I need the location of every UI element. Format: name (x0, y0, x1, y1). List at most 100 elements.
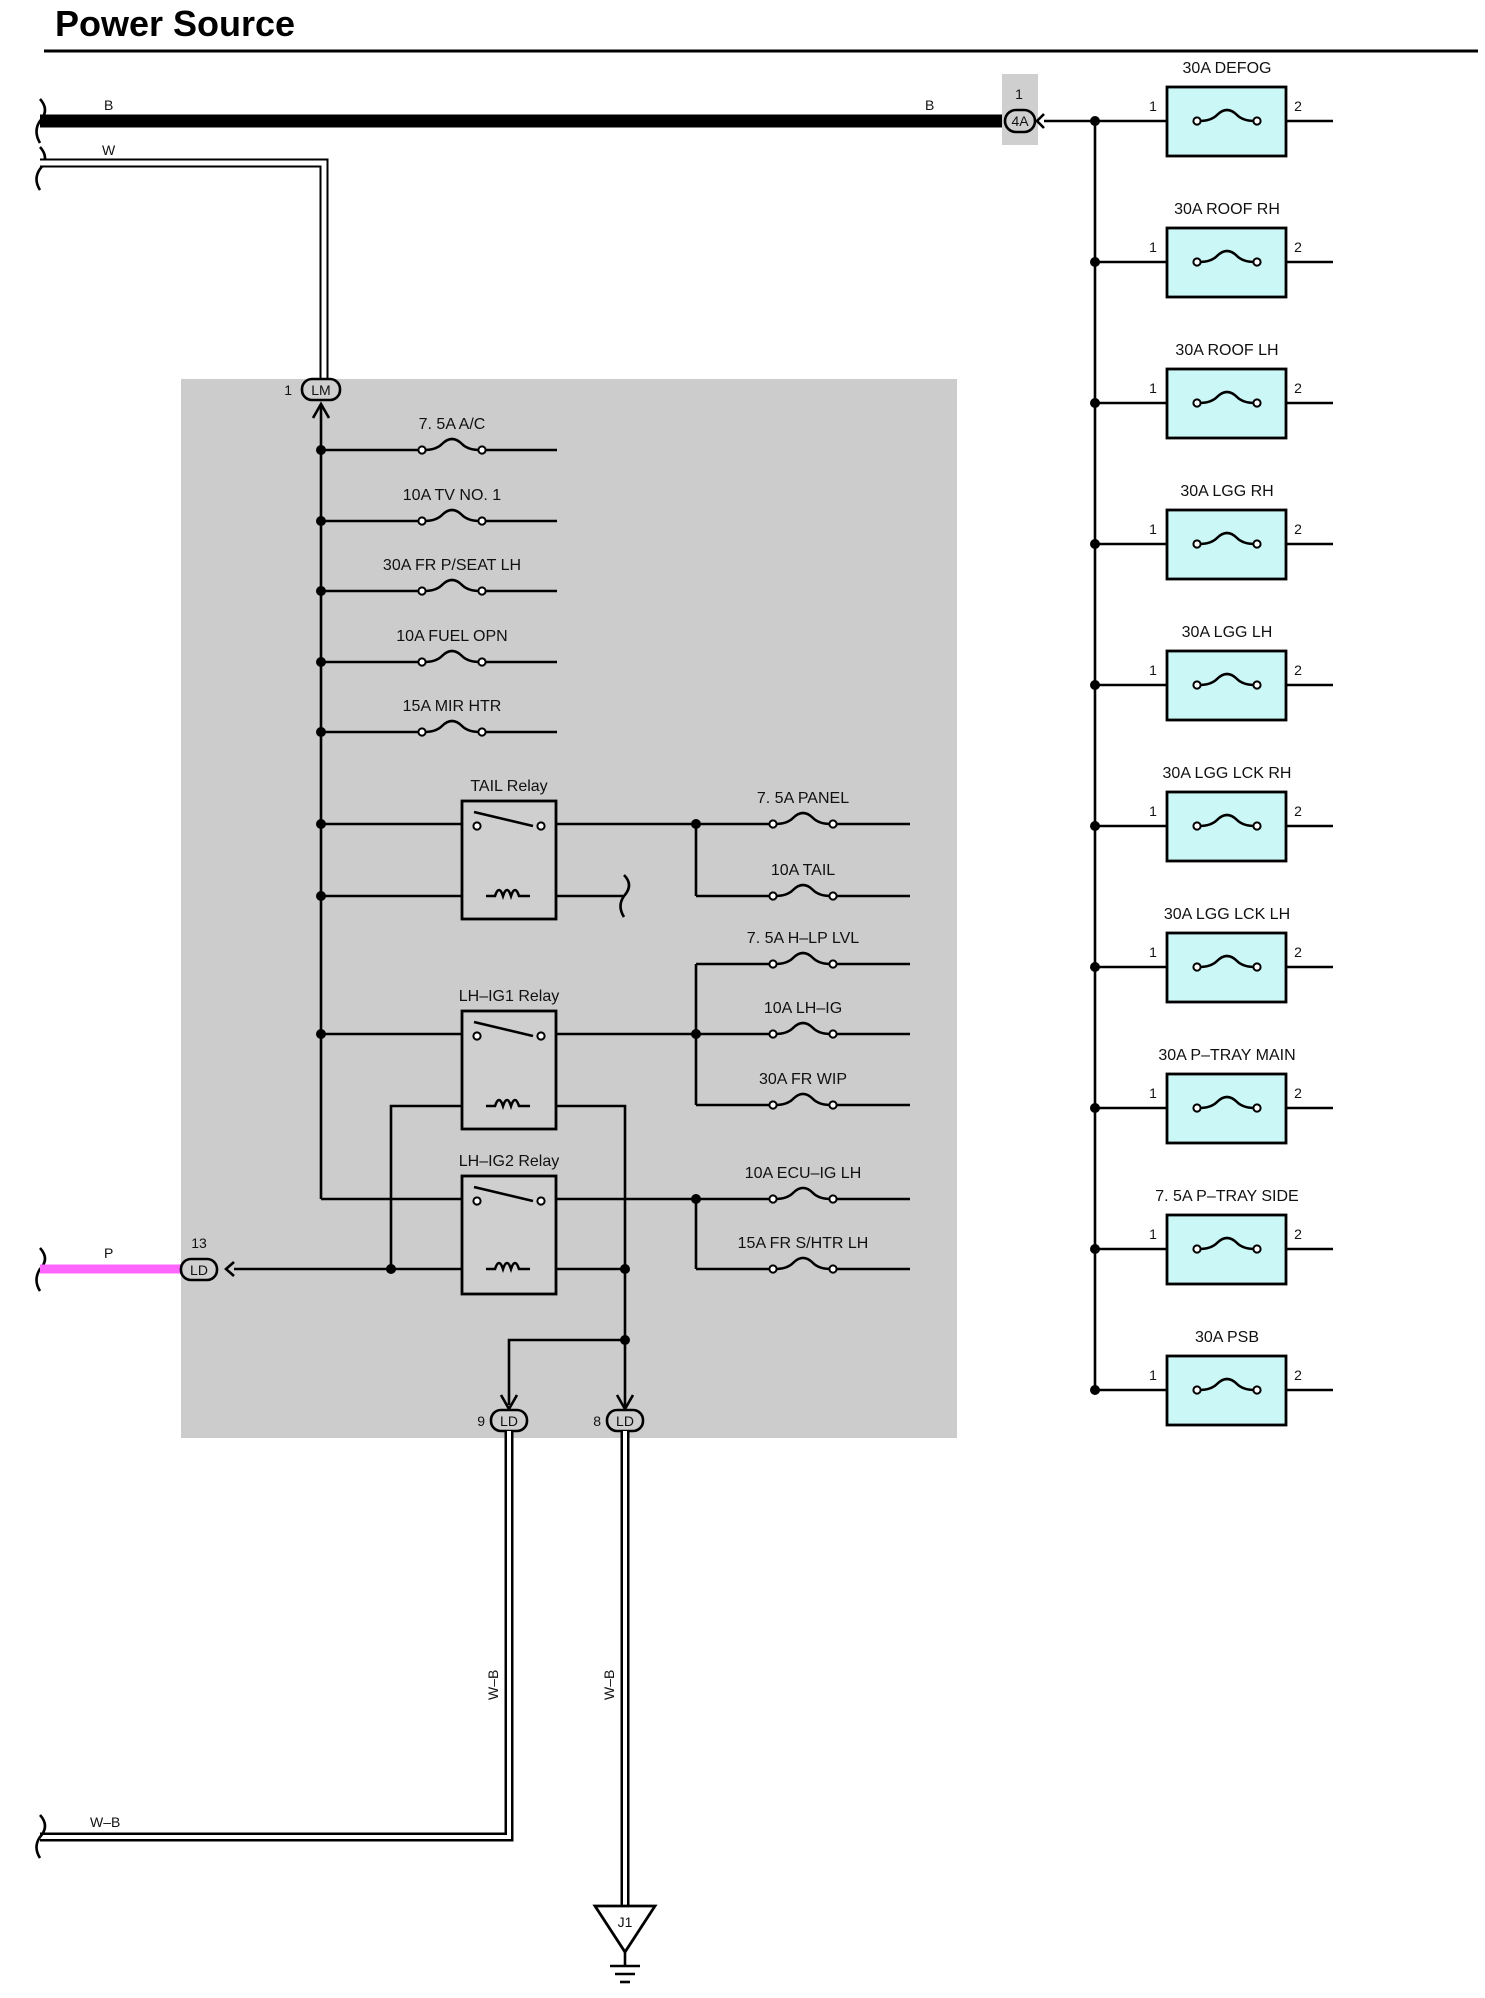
junction-dot (1090, 1103, 1100, 1113)
fuse-terminal-icon (1192, 539, 1202, 549)
fuse-terminal-icon (1192, 398, 1202, 408)
junction-fuse[interactable]: 10A FUEL OPN (316, 628, 557, 667)
ground-j1[interactable]: J1 (592, 1904, 658, 1984)
fuse-wave-icon (1198, 108, 1256, 123)
tail-relay-contact-b (536, 821, 546, 831)
fuse-terminal-icon (828, 1194, 838, 1204)
fuse-wave-icon (1198, 249, 1256, 264)
junction-dot (1090, 821, 1100, 831)
connector-lm[interactable]: LM 1 (284, 377, 342, 402)
junction-dot (316, 1029, 326, 1039)
fuse-terminal-icon (1252, 1244, 1262, 1254)
connector-ld8-pin: 8 (593, 1413, 601, 1429)
connector-ld13-body (179, 1257, 219, 1282)
junction-fuse[interactable]: 10A TV NO. 1 (316, 487, 557, 526)
tail-relay[interactable]: TAIL Relay (460, 778, 558, 921)
connector-ld8[interactable]: LD 8 (593, 1408, 645, 1433)
wire-wb-ld9-inner (40, 1431, 511, 1839)
lh-ig2-relay-box (460, 1174, 558, 1296)
junction-block (181, 379, 957, 1438)
fuse-label: 30A LGG LCK RH (1163, 765, 1292, 782)
fuse-wave-icon (774, 1186, 832, 1201)
fuse-label: 7. 5A PANEL (757, 790, 849, 807)
right-fuse[interactable]: 7. 5A P–TRAY SIDE 1 2 (1090, 1188, 1333, 1286)
fuse-label: 30A FR P/SEAT LH (383, 557, 521, 574)
fuse-label: 30A DEFOG (1183, 60, 1272, 77)
relay-fuse[interactable]: 7. 5A PANEL (696, 790, 910, 829)
fuse-label: 30A LGG LCK LH (1164, 906, 1290, 923)
connector-4a-body (1003, 108, 1037, 134)
fuse-label: 10A TV NO. 1 (403, 487, 502, 504)
fuse-terminal-icon (768, 891, 778, 901)
fuse-terminal-icon (1252, 962, 1262, 972)
fuse-terminal-icon (477, 727, 487, 737)
connector-ld13-pin: 13 (191, 1235, 207, 1251)
fuse-terminal-icon (477, 657, 487, 667)
lh-ig1-relay[interactable]: LH–IG1 Relay (459, 988, 560, 1131)
fuse-terminal-icon (1192, 257, 1202, 267)
relay-fuse[interactable]: 10A ECU–IG LH (696, 1165, 910, 1204)
fuse-pin-out: 2 (1294, 1226, 1302, 1242)
fuse-wave-icon (774, 811, 832, 826)
fuse-wave-icon (1198, 672, 1256, 687)
fuse-pin-in: 1 (1149, 1226, 1157, 1242)
connector-ld9[interactable]: LD 9 (477, 1408, 529, 1433)
lh-ig2-relay-switch-arm (473, 1185, 534, 1203)
fuse-label: 10A LH–IG (764, 1000, 842, 1017)
connector-ld13-arrow-icon (224, 1261, 235, 1277)
junction-dot (1090, 539, 1100, 549)
fuse-pin-in: 1 (1149, 1367, 1157, 1383)
fuse-box (1165, 85, 1288, 158)
relay-fuse[interactable]: 10A LH–IG (696, 1000, 910, 1039)
fuse-label: 7. 5A P–TRAY SIDE (1155, 1188, 1298, 1205)
tail-coil-break-icon (619, 874, 631, 918)
fuse-terminal-icon (1252, 257, 1262, 267)
fuse-terminal-icon (828, 891, 838, 901)
fuse-wave-icon (774, 1256, 832, 1271)
relay-fuse[interactable]: 7. 5A H–LP LVL (696, 930, 910, 969)
relay-fuse[interactable]: 30A FR WIP (696, 1071, 910, 1110)
relay-fuse[interactable]: 10A TAIL (696, 862, 910, 901)
lh-ig1-relay-box (460, 1009, 558, 1131)
wire-lhig1-coil-right (556, 1104, 627, 1413)
fuse-wave-icon (1198, 390, 1256, 405)
fuse-terminal-icon (1252, 398, 1262, 408)
connector-ld9-code: LD (500, 1413, 518, 1429)
connector-4a[interactable]: 4A 1 (1002, 74, 1038, 145)
connector-ld13[interactable]: LD 13 (179, 1235, 219, 1282)
fuse-terminal-icon (828, 1100, 838, 1110)
connector-ld13-code: LD (190, 1262, 208, 1278)
wire-w-outer (40, 158, 329, 385)
fuse-pin-in: 1 (1149, 662, 1157, 678)
fuse-terminal-icon (1192, 1385, 1202, 1395)
fuse-terminal-icon (417, 657, 427, 667)
junction-dot (1090, 116, 1100, 126)
fuse-pin-out: 2 (1294, 239, 1302, 255)
fuse-pin-out: 2 (1294, 662, 1302, 678)
fuse-label: 10A FUEL OPN (396, 628, 507, 645)
junction-fuse[interactable]: 7. 5A A/C (316, 416, 557, 455)
junction-fuse[interactable]: 15A MIR HTR (316, 698, 557, 737)
fuse-label: 15A FR S/HTR LH (738, 1235, 869, 1252)
fuse-wave-icon (1198, 1377, 1256, 1392)
junction-dot (316, 819, 326, 829)
fuse-box (1165, 931, 1288, 1004)
lh-ig2-relay[interactable]: LH–IG2 Relay (459, 1153, 560, 1296)
fuse-pin-out: 2 (1294, 1085, 1302, 1101)
junction-dot (316, 891, 326, 901)
junction-fuse[interactable]: 30A FR P/SEAT LH (316, 557, 557, 596)
relay-fuse[interactable]: 15A FR S/HTR LH (696, 1235, 910, 1274)
wire-label-wb-ld8: W–B (601, 1670, 617, 1700)
fuse-terminal-icon (417, 586, 427, 596)
fuse-terminal-icon (1192, 821, 1202, 831)
